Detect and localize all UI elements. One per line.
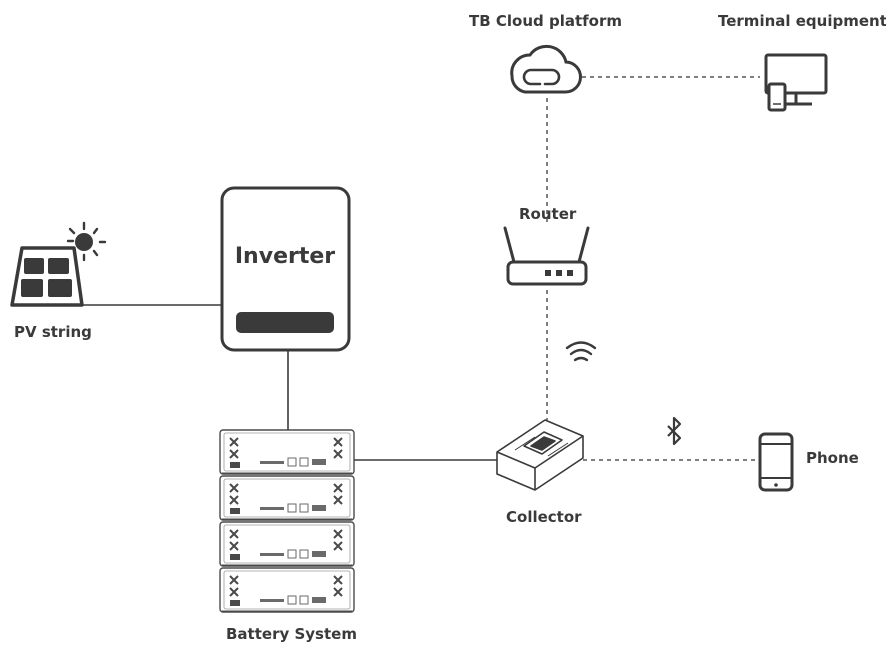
pv-string-label: PV string: [14, 323, 92, 341]
battery-stack: [219, 429, 355, 613]
terminal-equipment-label: Terminal equipment: [718, 12, 886, 30]
collector-label: Collector: [506, 508, 582, 526]
connections: [82, 76, 760, 461]
battery-module: [219, 521, 355, 567]
battery-system-label: Battery System: [226, 625, 357, 643]
wifi-icon: [565, 341, 597, 362]
terminal-equipment-icon: [764, 53, 828, 112]
inverter-label: Inverter: [234, 244, 336, 269]
battery-module: [219, 429, 355, 475]
collector-device: [496, 419, 584, 491]
bluetooth-icon: [667, 416, 682, 446]
router-label: Router: [519, 205, 577, 223]
cloud-icon: [510, 44, 582, 94]
inverter-box: [220, 186, 351, 352]
phone-icon: [758, 432, 794, 492]
cloud-platform-label: TB Cloud platform: [469, 12, 623, 30]
solar-panel-icon: [10, 221, 107, 307]
phone-label: Phone: [806, 449, 859, 467]
battery-module: [219, 475, 355, 521]
router-icon: [503, 226, 590, 286]
battery-module: [219, 567, 355, 613]
